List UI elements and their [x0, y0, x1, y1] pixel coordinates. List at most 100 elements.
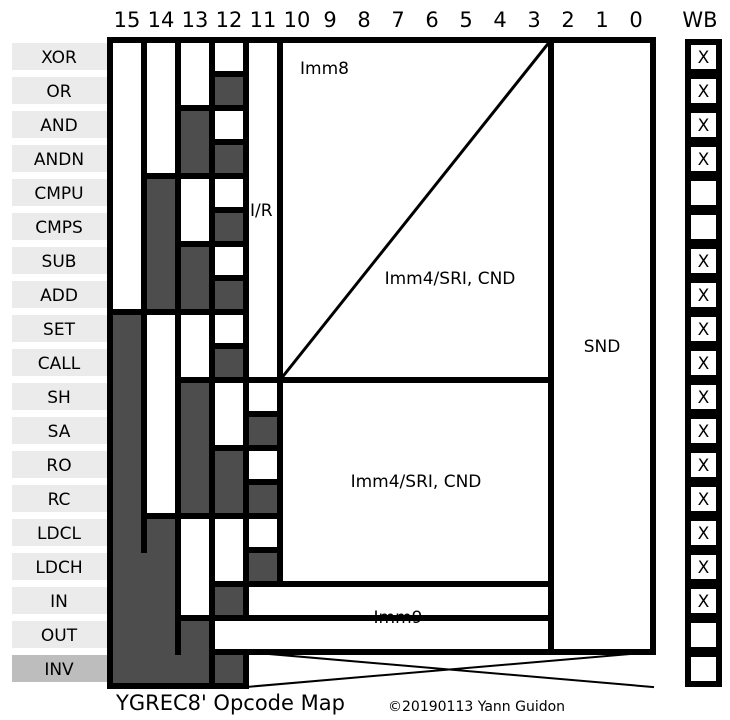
opcode-fill-block	[212, 584, 246, 618]
wb-mark: X	[698, 388, 710, 408]
wb-cell	[685, 311, 722, 347]
field-imm4-lower-label: Imm4/SRI, CND	[351, 472, 482, 492]
bit-number-14: 14	[148, 8, 175, 32]
opcode-label-sh: SH	[47, 388, 71, 408]
opcode-label-bg	[12, 349, 107, 376]
wb-mark: X	[698, 490, 710, 510]
diagram-title: YGREC8' Opcode Map	[115, 691, 345, 715]
opcode-label-bg	[12, 417, 107, 444]
opcode-label-bg	[12, 519, 107, 546]
opcode-fill-block	[246, 482, 280, 516]
wb-mark: X	[698, 82, 710, 102]
bit-number-1: 1	[595, 8, 608, 32]
wb-mark: X	[698, 592, 710, 612]
opcode-label-bg	[12, 587, 107, 614]
wb-mark: X	[698, 116, 710, 136]
opcode-label-bg	[12, 213, 107, 240]
wb-mark: X	[698, 456, 710, 476]
opcode-fill-block	[178, 618, 212, 686]
bit-number-0: 0	[629, 8, 642, 32]
opcode-label-bg	[12, 621, 107, 648]
bit-number-8: 8	[357, 8, 370, 32]
bit-number-9: 9	[323, 8, 336, 32]
wb-cell	[685, 107, 722, 143]
opcode-fill-block	[212, 652, 246, 686]
wb-cell	[685, 277, 722, 313]
bit-number-6: 6	[425, 8, 438, 32]
opcode-label-bg	[12, 383, 107, 410]
opcode-fill-block	[212, 74, 246, 108]
opcode-fill-block	[178, 244, 212, 312]
wb-mark: X	[698, 252, 710, 272]
opcode-grid-lines	[107, 37, 656, 689]
opcode-fill-block	[212, 142, 246, 176]
opcode-fill-block	[212, 278, 246, 312]
opcode-label-set: SET	[43, 320, 76, 340]
opcode-fill-block	[212, 346, 246, 380]
bit-number-5: 5	[459, 8, 472, 32]
opcode-fill-block	[178, 108, 212, 176]
wb-cell	[685, 583, 722, 619]
field-imm9-label: Imm9	[374, 608, 423, 628]
opcode-fill-block	[144, 516, 178, 686]
opcode-label-bg	[12, 553, 107, 580]
opcode-label-bg	[12, 451, 107, 478]
opcode-label-out: OUT	[41, 626, 78, 646]
imm8-diagonal-line	[277, 37, 554, 383]
bit-number-4: 4	[493, 8, 506, 32]
wb-cell	[685, 141, 722, 177]
bit-number-11: 11	[250, 8, 277, 32]
wb-cell	[685, 651, 722, 687]
wb-cell	[685, 481, 722, 517]
bit-number-13: 13	[182, 8, 209, 32]
opcode-fill-block	[212, 448, 246, 516]
opcode-label-and: AND	[40, 116, 77, 136]
wb-cell	[685, 175, 722, 211]
field-snd-label: SND	[584, 337, 621, 357]
wb-cell	[685, 379, 722, 415]
wb-cell	[685, 549, 722, 585]
copyright-text: ©20190113 Yann Guidon	[388, 699, 565, 715]
opcode-label-ro: RO	[46, 456, 71, 476]
wb-mark: X	[698, 286, 710, 306]
opcode-label-bg	[12, 247, 107, 274]
wb-cell	[685, 413, 722, 449]
wb-cell	[685, 617, 722, 653]
wb-mark: X	[698, 48, 710, 68]
wb-mark: X	[698, 354, 710, 374]
bit-number-10: 10	[284, 8, 311, 32]
opcode-label-call: CALL	[38, 354, 81, 374]
wb-mark: X	[698, 150, 710, 170]
opcode-fill-blocks	[110, 74, 280, 686]
wb-cell	[685, 243, 722, 279]
wb-header: WB	[682, 8, 717, 32]
wb-cell	[685, 39, 722, 75]
opcode-label-bg	[12, 655, 107, 682]
opcode-label-add: ADD	[40, 286, 78, 306]
inv-cross-line	[244, 650, 655, 689]
opcode-label-andn: ANDN	[34, 150, 84, 170]
field-ir-label: I/R	[250, 201, 273, 221]
wb-cell	[685, 447, 722, 483]
opcode-label-in: IN	[50, 592, 68, 612]
wb-mark: X	[698, 320, 710, 340]
wb-cell	[685, 209, 722, 245]
field-imm4-upper-label: Imm4/SRI, CND	[385, 269, 516, 289]
opcode-label-bg	[12, 485, 107, 512]
opcode-label-bg	[12, 145, 107, 172]
opcode-label-cmpu: CMPU	[34, 184, 83, 204]
wb-mark: X	[698, 558, 710, 578]
opcode-fill-block	[144, 176, 178, 312]
opcode-label-column: XORORANDANDNCMPUCMPSSUBADDSETCALLSHSAROR…	[12, 43, 107, 682]
opcode-fill-block	[110, 312, 144, 686]
opcode-label-inv: INV	[44, 660, 74, 680]
bit-number-2: 2	[561, 8, 574, 32]
bit-number-15: 15	[114, 8, 141, 32]
bit-number-12: 12	[216, 8, 243, 32]
opcode-label-bg	[12, 315, 107, 342]
opcode-label-bg	[12, 281, 107, 308]
opcode-label-bg	[12, 111, 107, 138]
opcode-label-or: OR	[46, 82, 71, 102]
